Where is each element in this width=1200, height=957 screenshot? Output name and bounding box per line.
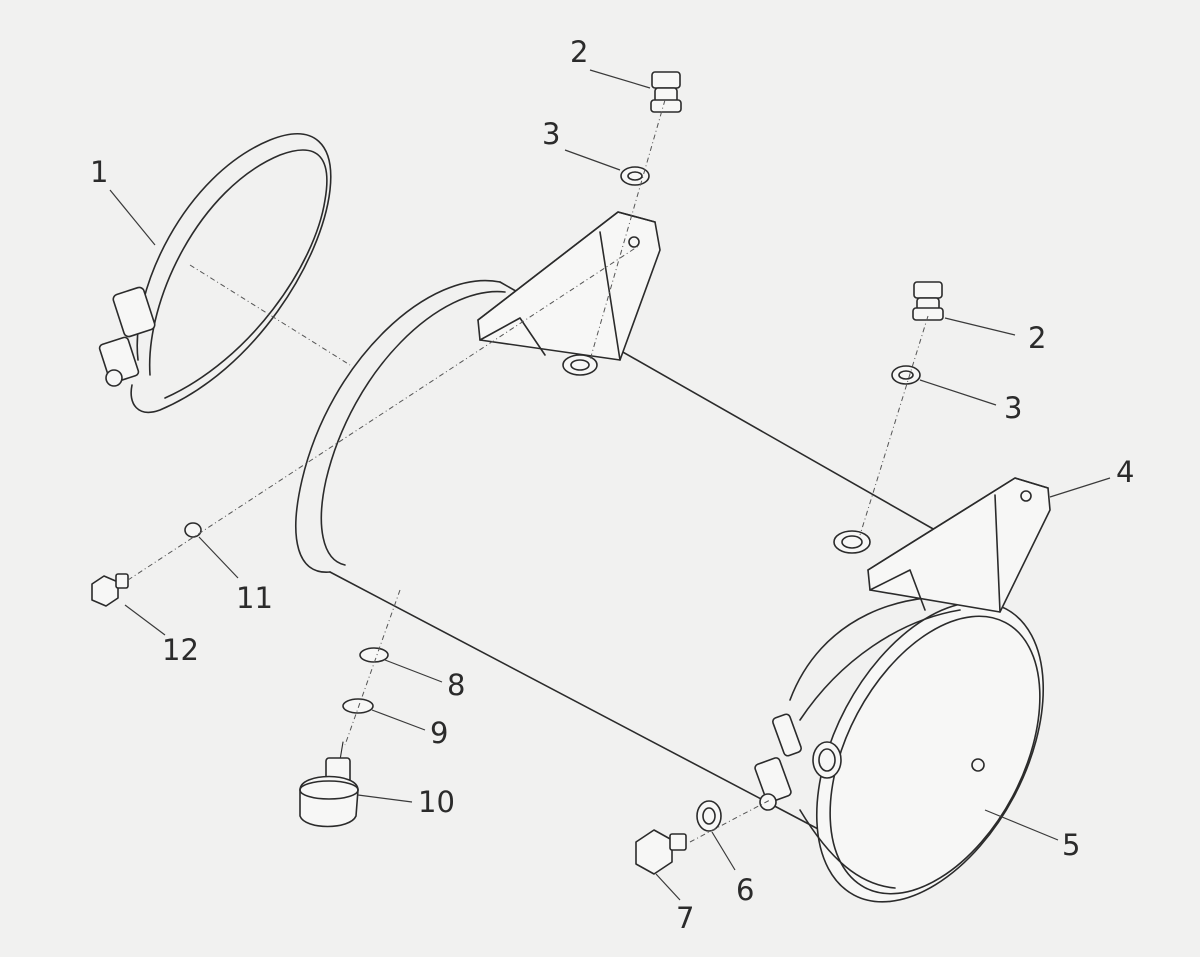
callout-11: 11: [236, 581, 273, 615]
drain-bolt-7: [635, 829, 687, 875]
leader-lines: [109, 69, 1111, 901]
bolt-12: [91, 573, 129, 607]
callout-1: 1: [90, 155, 108, 189]
callout-12: 12: [162, 633, 199, 667]
callout-5: 5: [1062, 828, 1080, 862]
bracket-front: [833, 477, 1051, 613]
clamp-front: [754, 609, 961, 811]
washer-6: [696, 800, 722, 832]
callout-labels: 1 2 3 2 3 4 5 6 7 8 9 10 11 12: [90, 35, 1134, 935]
callout-10: 10: [418, 785, 455, 819]
callout-8: 8: [447, 668, 465, 702]
oring-9: [342, 698, 374, 714]
washer-3-top: [620, 166, 650, 186]
callout-2-top: 2: [570, 35, 588, 69]
callout-3-right: 3: [1004, 391, 1022, 425]
callout-6: 6: [736, 873, 754, 907]
assembly-centerlines: [127, 99, 929, 843]
callout-9: 9: [430, 716, 448, 750]
callout-4: 4: [1116, 455, 1134, 489]
washer-11: [184, 522, 202, 538]
fitting-2-right: [912, 281, 944, 321]
fitting-2-top: [650, 71, 682, 113]
bracket-rear: [477, 211, 661, 376]
seal-8: [359, 647, 389, 663]
callout-3-top: 3: [542, 117, 560, 151]
callout-2-right: 2: [1028, 321, 1046, 355]
sensor-10: [299, 741, 359, 828]
washer-3-right: [891, 365, 921, 385]
callout-7: 7: [676, 901, 694, 935]
strap-clamp: [98, 133, 332, 413]
